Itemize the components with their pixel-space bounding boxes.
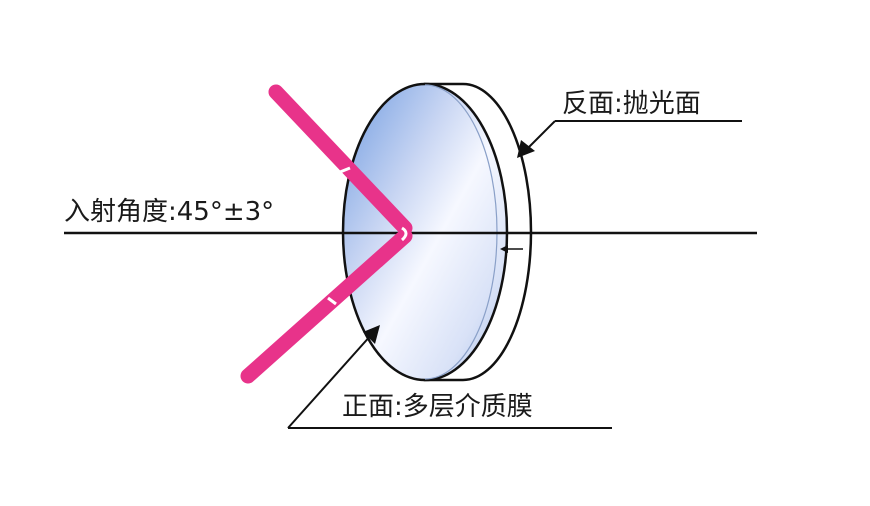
incident-beam [268, 84, 413, 236]
thickness-arrow [500, 245, 523, 253]
front-surface-label: 正面:多层介质膜 [342, 392, 533, 422]
front-surface-leader [287, 325, 612, 429]
reflection-point-notch [400, 226, 408, 242]
reflected-beam [240, 228, 413, 384]
back-surface-leader [517, 120, 742, 158]
beam-exit-notch [327, 296, 337, 306]
incidence-angle-label: 入射角度:45°±3° [64, 197, 274, 227]
beam-entry-notch [339, 166, 351, 174]
back-surface-label: 反面:抛光面 [562, 89, 701, 119]
